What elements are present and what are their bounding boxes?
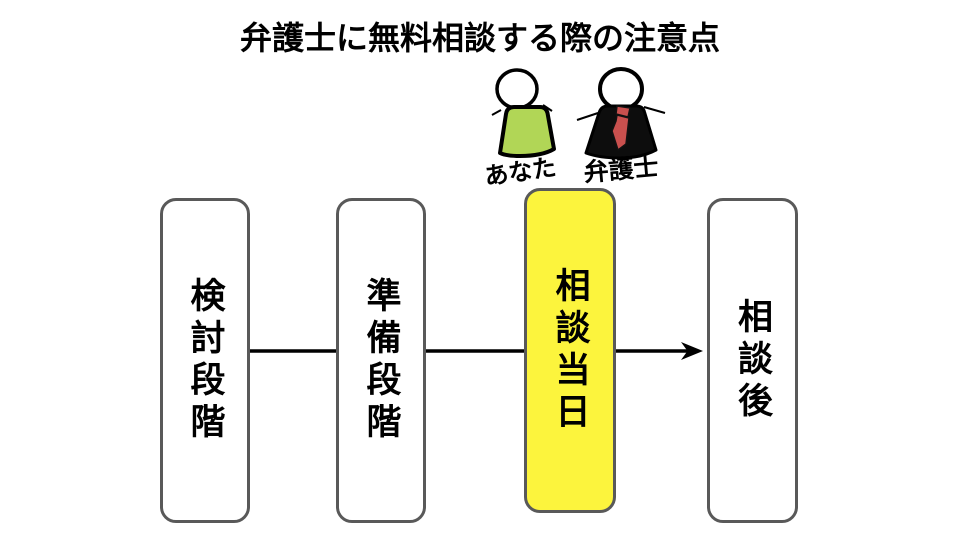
- you-body-icon: [498, 105, 556, 158]
- stage-box-consideration: 検討段階: [160, 198, 250, 523]
- stage-label-consideration: 検討段階: [185, 276, 225, 445]
- stage-label-consultation-day: 相談当日: [550, 266, 590, 435]
- you-shoulder-line-left: [491, 109, 502, 116]
- lawyer-collar-line-right: [643, 106, 666, 114]
- stage-box-preparation: 準備段階: [336, 198, 426, 523]
- stage-label-preparation: 準備段階: [361, 276, 401, 445]
- lawyer-tie-icon: [611, 114, 630, 151]
- stage-box-after-consultation: 相談後: [707, 198, 798, 523]
- diagram-title: 弁護士に無料相談する際の注意点: [239, 20, 720, 56]
- stage-box-consultation-day-highlighted: 相談当日: [524, 188, 616, 513]
- you-person-icon: [491, 68, 556, 158]
- lawyer-head-icon: [598, 67, 644, 111]
- lawyer-collar-line-left: [576, 112, 599, 121]
- you-head-icon: [495, 68, 539, 110]
- stage-label-after-consultation: 相談後: [733, 297, 772, 424]
- arrow-head-icon: [681, 342, 703, 360]
- lawyer-person-icon: [576, 67, 666, 160]
